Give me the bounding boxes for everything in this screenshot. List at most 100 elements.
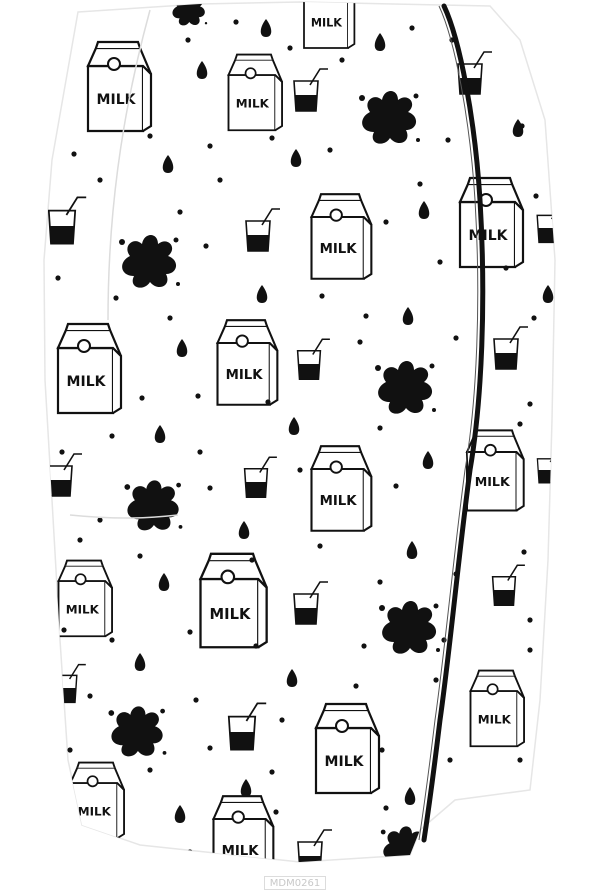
carton-label: MILK bbox=[78, 804, 112, 818]
milk-splash-icon bbox=[108, 706, 167, 757]
seam-hem-left bbox=[69, 514, 179, 519]
milk-drop-icon bbox=[240, 779, 252, 797]
pattern-dot bbox=[167, 315, 173, 321]
carton-label: MILK bbox=[475, 474, 511, 489]
milk-glass-icon bbox=[493, 326, 528, 370]
milk-drop-icon bbox=[196, 61, 208, 79]
pattern-dot bbox=[109, 433, 115, 439]
milk-glass-icon bbox=[293, 68, 328, 112]
zipper-tape-edge bbox=[418, 5, 479, 841]
pattern-dot bbox=[357, 339, 363, 345]
carton-label: MILK bbox=[66, 602, 100, 616]
milk-drop-icon bbox=[286, 669, 298, 687]
seam-left bbox=[107, 9, 151, 321]
milk-drop-icon bbox=[290, 149, 302, 167]
pattern-dot bbox=[137, 553, 143, 559]
milk-carton-icon: MILK bbox=[69, 761, 125, 840]
milk-drop-icon bbox=[134, 653, 146, 671]
pattern-dot bbox=[269, 135, 275, 141]
pattern-dot bbox=[273, 809, 279, 815]
pattern-dot bbox=[265, 399, 271, 405]
pattern-dot bbox=[531, 315, 537, 321]
milk-drop-icon bbox=[542, 285, 554, 303]
milk-carton-icon: MILK bbox=[227, 53, 283, 132]
milk-glass-icon bbox=[245, 208, 280, 252]
carton-label: MILK bbox=[209, 606, 250, 623]
carton-label: MILK bbox=[67, 374, 107, 390]
pattern-dot bbox=[361, 643, 367, 649]
milk-carton-icon: MILK bbox=[57, 559, 113, 638]
carton-label: MILK bbox=[222, 844, 260, 859]
carton-label: MILK bbox=[97, 92, 137, 108]
carton-label: MILK bbox=[320, 494, 358, 509]
pattern-dot bbox=[61, 627, 67, 633]
milk-drop-icon bbox=[154, 425, 166, 443]
pattern-dot bbox=[317, 543, 323, 549]
pattern-dot bbox=[319, 293, 325, 299]
pattern-dot bbox=[377, 579, 383, 585]
pattern-dot bbox=[455, 817, 461, 823]
milk-splash-icon bbox=[379, 601, 440, 654]
pattern-dot bbox=[383, 805, 389, 811]
pattern-dot bbox=[195, 393, 201, 399]
pattern-dot bbox=[197, 449, 203, 455]
milk-carton-icon: MILK bbox=[309, 193, 373, 280]
pattern-dot bbox=[297, 467, 303, 473]
pattern-dot bbox=[109, 637, 115, 643]
milk-drop-icon bbox=[256, 285, 268, 303]
pattern-dot bbox=[113, 295, 119, 301]
milk-glass-icon bbox=[243, 456, 277, 498]
milk-glass-icon bbox=[293, 581, 328, 625]
milk-carton-icon: MILK bbox=[465, 429, 525, 512]
carton-label: MILK bbox=[311, 16, 343, 29]
pattern-dot bbox=[453, 335, 459, 341]
milk-carton-icon: MILK bbox=[198, 552, 268, 649]
milk-drop-icon bbox=[374, 33, 386, 51]
milk-drop-icon bbox=[418, 201, 430, 219]
milk-drop-icon bbox=[238, 521, 250, 539]
milk-drop-icon bbox=[174, 805, 186, 823]
pattern-dot bbox=[445, 137, 451, 143]
milk-carton-icon: MILK bbox=[309, 445, 373, 532]
milk-drop-icon bbox=[288, 417, 300, 435]
carton-label: MILK bbox=[320, 242, 358, 257]
pattern-dot bbox=[521, 549, 527, 555]
pattern-dot bbox=[433, 677, 439, 683]
milk-carton-icon: MILK bbox=[56, 322, 123, 415]
milk-drop-icon bbox=[402, 307, 414, 325]
milk-glass-icon bbox=[47, 196, 87, 245]
milk-drop-icon bbox=[158, 573, 170, 591]
pattern-dot bbox=[437, 259, 443, 265]
pattern-dot bbox=[527, 617, 533, 623]
milk-splash-icon bbox=[375, 361, 436, 414]
carton-label: MILK bbox=[236, 96, 270, 110]
pattern-dot bbox=[139, 395, 145, 401]
pattern-dot bbox=[363, 313, 369, 319]
milk-carton-icon: MILK bbox=[469, 669, 525, 748]
pattern-dot bbox=[203, 243, 209, 249]
pattern-dot bbox=[207, 745, 213, 751]
pattern-dot bbox=[249, 557, 255, 563]
pattern-dot bbox=[447, 757, 453, 763]
pattern-dot bbox=[77, 537, 83, 543]
pattern-dot bbox=[517, 421, 523, 427]
carton-label: MILK bbox=[478, 712, 512, 726]
milk-drop-icon bbox=[406, 541, 418, 559]
pattern-dot bbox=[269, 769, 275, 775]
pattern-dot bbox=[59, 449, 65, 455]
pattern-dot bbox=[441, 637, 447, 643]
milk-splash-icon bbox=[359, 91, 420, 144]
pattern-dot bbox=[217, 177, 223, 183]
pattern-dot bbox=[339, 57, 345, 63]
pattern-dot bbox=[97, 177, 103, 183]
pattern-dot bbox=[207, 485, 213, 491]
carton-label: MILK bbox=[469, 228, 509, 244]
milk-carton-icon: MILK bbox=[458, 176, 525, 269]
pattern-dot bbox=[109, 843, 115, 849]
pattern-dot bbox=[279, 717, 285, 723]
zipper-icon bbox=[421, 3, 486, 843]
pattern-dot bbox=[533, 193, 539, 199]
pattern-dot bbox=[327, 147, 333, 153]
milk-pattern: MILK MILK MILK MILK MILK MILK MILK MILK MILK MILK… bbox=[47, 2, 555, 862]
